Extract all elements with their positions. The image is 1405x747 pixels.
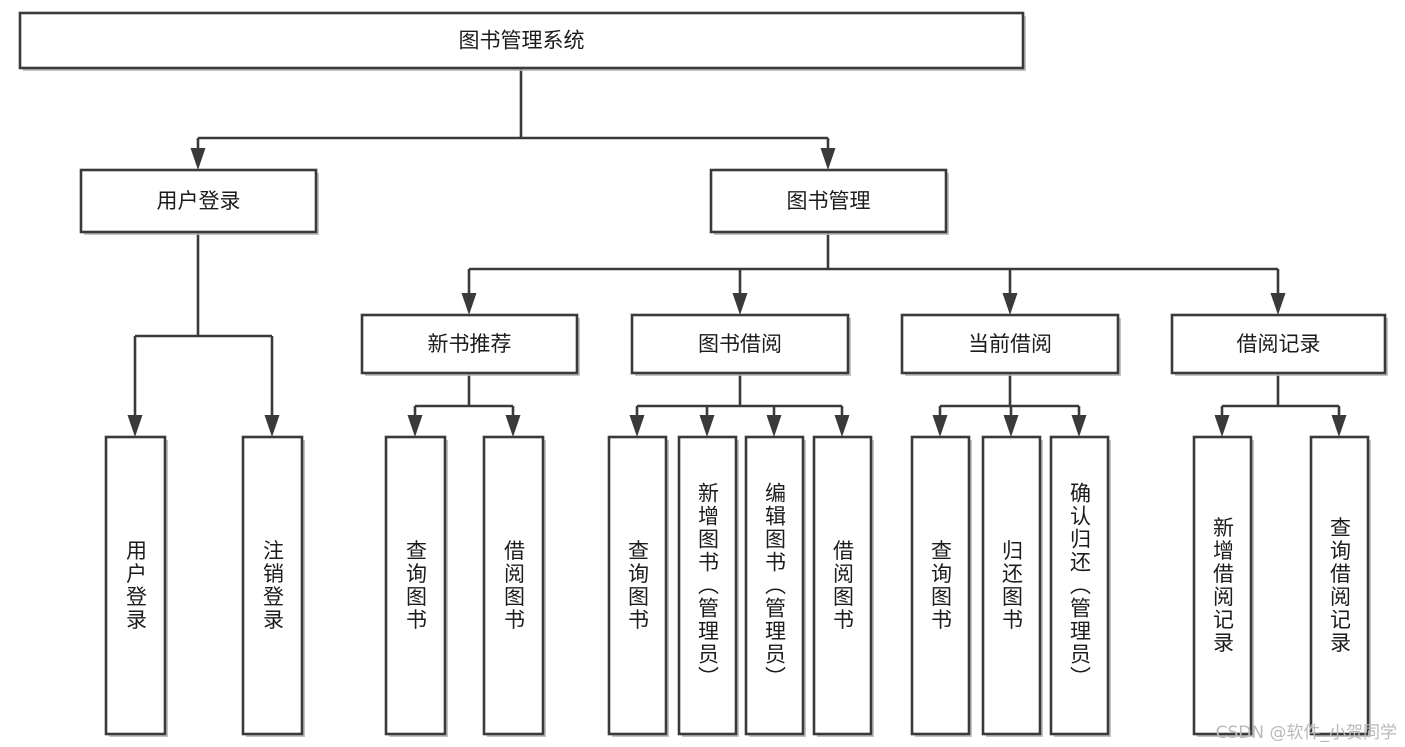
edge-arrowhead xyxy=(1270,293,1286,315)
node-box[interactable] xyxy=(910,435,971,736)
node-box[interactable] xyxy=(981,435,1042,736)
edge-arrowhead xyxy=(505,415,521,437)
node-label: 借阅图书 xyxy=(831,540,855,632)
node-leaf-borrow-add-book[interactable]: 新增图书（管理员） xyxy=(677,435,739,737)
node-leaf-logout[interactable]: 注销登录 xyxy=(241,435,305,737)
node-book-management[interactable]: 图书管理 xyxy=(709,168,949,235)
node-label: 归还图书 xyxy=(1000,540,1024,632)
node-label: 查询图书 xyxy=(404,540,428,632)
node-label: 编辑图书（管理员） xyxy=(763,482,787,689)
node-label: 确认归还（管理员） xyxy=(1068,482,1092,689)
node-leaf-recommend-borrow-book[interactable]: 借阅图书 xyxy=(482,435,546,737)
edge-arrowhead xyxy=(461,293,477,315)
node-borrow-record[interactable]: 借阅记录 xyxy=(1170,313,1388,376)
edges-layer xyxy=(127,68,1347,437)
edge-arrowhead xyxy=(834,415,850,437)
node-box[interactable] xyxy=(1049,435,1110,736)
book-borrow-to-leaves xyxy=(629,373,850,437)
node-leaf-borrow-edit-book[interactable]: 编辑图书（管理员） xyxy=(744,435,806,737)
node-label: 注销登录 xyxy=(261,540,285,632)
edge-arrowhead xyxy=(190,148,206,170)
node-box[interactable] xyxy=(1309,435,1370,736)
edge-arrowhead xyxy=(1214,415,1230,437)
node-label: 新增借阅记录 xyxy=(1211,517,1235,655)
node-leaf-record-add[interactable]: 新增借阅记录 xyxy=(1192,435,1254,737)
edge-arrowhead xyxy=(732,293,748,315)
node-label: 借阅记录 xyxy=(1237,332,1321,356)
edge-arrowhead xyxy=(932,415,948,437)
borrow-record-to-leaves xyxy=(1214,373,1347,437)
edge-arrowhead xyxy=(766,415,782,437)
node-label: 用户登录 xyxy=(157,189,241,213)
nodes-layer: 图书管理系统用户登录图书管理新书推荐图书借阅当前借阅借阅记录用户登录注销登录查询… xyxy=(18,11,1388,737)
node-label: 新书推荐 xyxy=(428,332,512,356)
edge-arrowhead xyxy=(1003,415,1019,437)
node-box[interactable] xyxy=(482,435,545,736)
new-book-recommend-to-leaves xyxy=(407,373,521,437)
node-label: 当前借阅 xyxy=(968,332,1052,356)
edge-arrowhead xyxy=(1002,293,1018,315)
node-box[interactable] xyxy=(18,11,1025,70)
node-box[interactable] xyxy=(360,313,579,375)
node-box[interactable] xyxy=(1192,435,1253,736)
edge-arrowhead xyxy=(820,148,836,170)
node-root[interactable]: 图书管理系统 xyxy=(18,11,1026,71)
current-borrow-to-leaves xyxy=(932,373,1087,437)
edge-arrowhead xyxy=(629,415,645,437)
node-label: 图书管理 xyxy=(787,189,871,213)
node-box[interactable] xyxy=(812,435,873,736)
node-label: 查询图书 xyxy=(626,540,650,632)
edge-arrowhead xyxy=(1071,415,1087,437)
node-label: 图书借阅 xyxy=(698,332,782,356)
root-to-main-modules xyxy=(190,68,836,170)
node-box[interactable] xyxy=(79,168,318,234)
node-leaf-borrow-borrow-book[interactable]: 借阅图书 xyxy=(812,435,874,737)
node-box[interactable] xyxy=(900,313,1120,375)
node-label: 新增图书（管理员） xyxy=(696,482,720,689)
node-leaf-current-return-book[interactable]: 归还图书 xyxy=(981,435,1043,737)
node-box[interactable] xyxy=(677,435,738,736)
node-leaf-current-confirm-return[interactable]: 确认归还（管理员） xyxy=(1049,435,1111,737)
node-leaf-user-login[interactable]: 用户登录 xyxy=(104,435,168,737)
node-user-login[interactable]: 用户登录 xyxy=(79,168,319,235)
node-box[interactable] xyxy=(241,435,304,736)
node-label: 用户登录 xyxy=(124,540,148,632)
node-label: 借阅图书 xyxy=(502,540,526,632)
user-login-to-leaves xyxy=(127,232,280,437)
node-label: 图书管理系统 xyxy=(459,29,585,53)
node-label: 查询借阅记录 xyxy=(1328,517,1352,655)
node-box[interactable] xyxy=(607,435,668,736)
node-box[interactable] xyxy=(384,435,447,736)
node-leaf-current-query-book[interactable]: 查询图书 xyxy=(910,435,972,737)
node-current-borrow[interactable]: 当前借阅 xyxy=(900,313,1121,376)
node-box[interactable] xyxy=(709,168,948,234)
node-new-book-recommend[interactable]: 新书推荐 xyxy=(360,313,580,376)
node-leaf-recommend-query-book[interactable]: 查询图书 xyxy=(384,435,448,737)
node-leaf-borrow-query-book[interactable]: 查询图书 xyxy=(607,435,669,737)
book-management-to-sub-modules xyxy=(461,232,1286,315)
edge-arrowhead xyxy=(264,415,280,437)
node-label: 查询图书 xyxy=(929,540,953,632)
edge-arrowhead xyxy=(127,415,143,437)
edge-arrowhead xyxy=(699,415,715,437)
watermark-text: CSDN @软件_小贺同学 xyxy=(1215,723,1397,743)
node-box[interactable] xyxy=(744,435,805,736)
node-box[interactable] xyxy=(630,313,850,375)
edge-arrowhead xyxy=(1331,415,1347,437)
node-box[interactable] xyxy=(1170,313,1387,375)
edge-arrowhead xyxy=(407,415,423,437)
node-book-borrow[interactable]: 图书借阅 xyxy=(630,313,851,376)
node-box[interactable] xyxy=(104,435,167,736)
node-leaf-record-query[interactable]: 查询借阅记录 xyxy=(1309,435,1371,737)
